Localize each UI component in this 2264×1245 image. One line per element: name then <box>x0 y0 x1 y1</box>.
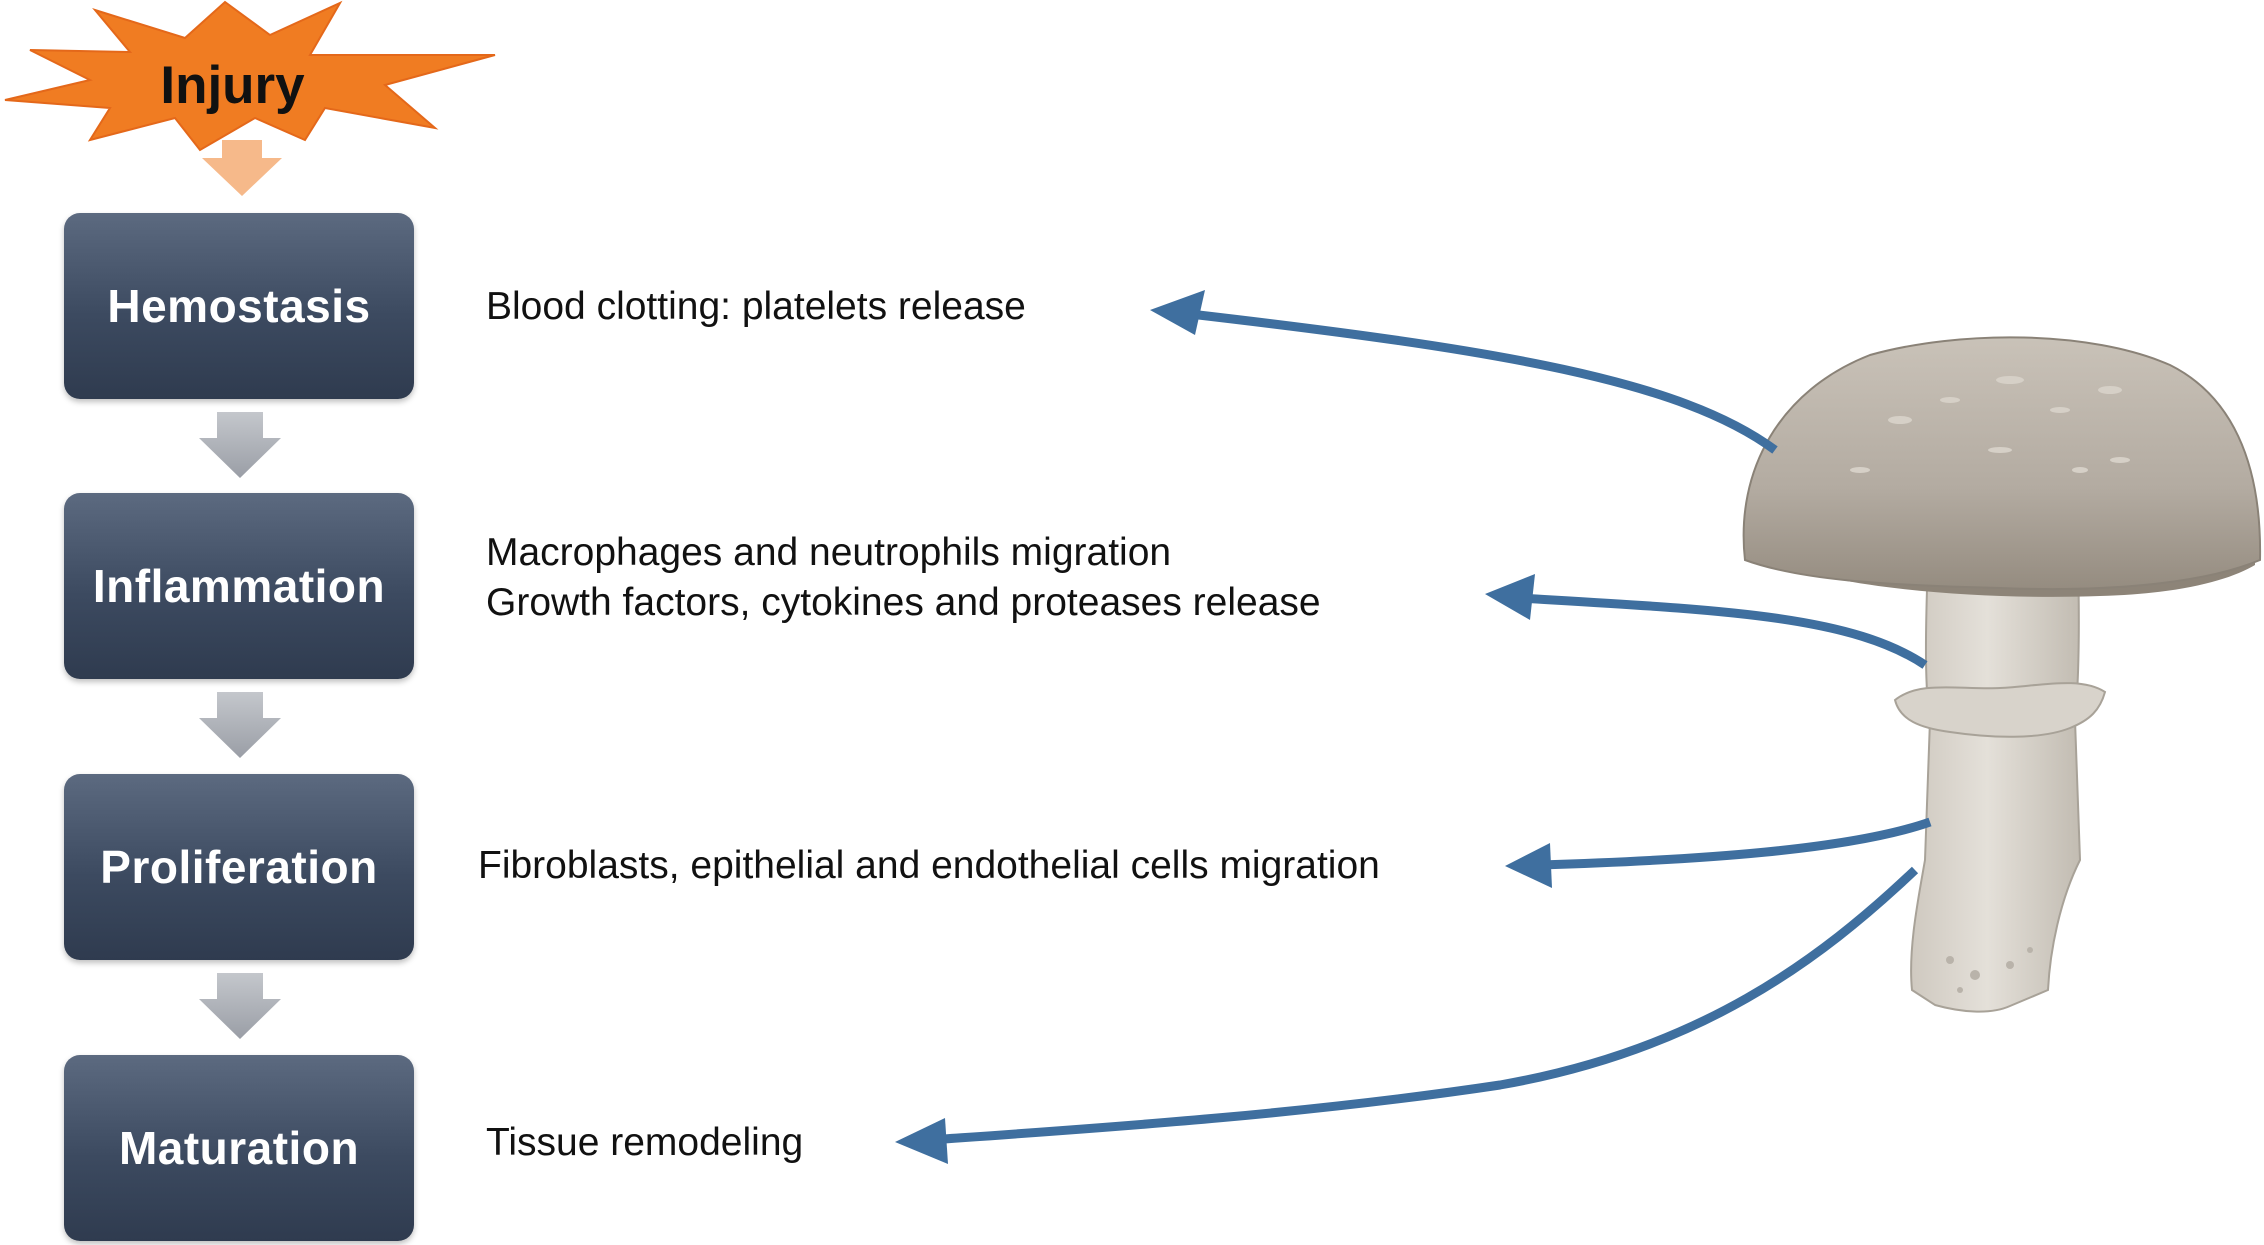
flow-arrow-3 <box>199 973 281 1039</box>
hemostasis-description: Blood clotting: platelets release <box>486 285 1026 328</box>
maturation-description: Tissue remodeling <box>486 1121 804 1164</box>
injury-down-arrow <box>202 140 282 196</box>
mushroom-arrow-maturation <box>895 866 1919 1164</box>
stage-label: Inflammation <box>92 560 386 612</box>
stage-inflammation: Inflammation <box>64 493 414 679</box>
stage-hemostasis: Hemostasis <box>64 213 414 399</box>
stage-label: Hemostasis <box>107 280 371 332</box>
starburst-icon <box>4 0 496 152</box>
proliferation-description: Fibroblasts, epithelial and endothelial … <box>478 844 1380 887</box>
stage-maturation: Maturation <box>64 1055 414 1241</box>
flow-arrow-1 <box>199 412 281 478</box>
inflammation-description-line-2: Growth factors, cytokines and proteases … <box>486 581 1321 624</box>
stage-proliferation: Proliferation <box>64 774 414 960</box>
flow-arrow-2 <box>199 692 281 758</box>
mushroom-arrow-inflammation <box>1485 574 1928 669</box>
mushroom-arrow-proliferation <box>1505 817 1932 888</box>
mushroom-icon <box>1742 336 2262 1013</box>
stage-label: Maturation <box>118 1122 360 1174</box>
stage-label: Proliferation <box>100 841 378 893</box>
injury-label: Injury <box>160 56 305 115</box>
mushroom-arrow-hemostasis <box>1150 290 1778 454</box>
inflammation-description-line-1: Macrophages and neutrophils migration <box>486 531 1172 574</box>
